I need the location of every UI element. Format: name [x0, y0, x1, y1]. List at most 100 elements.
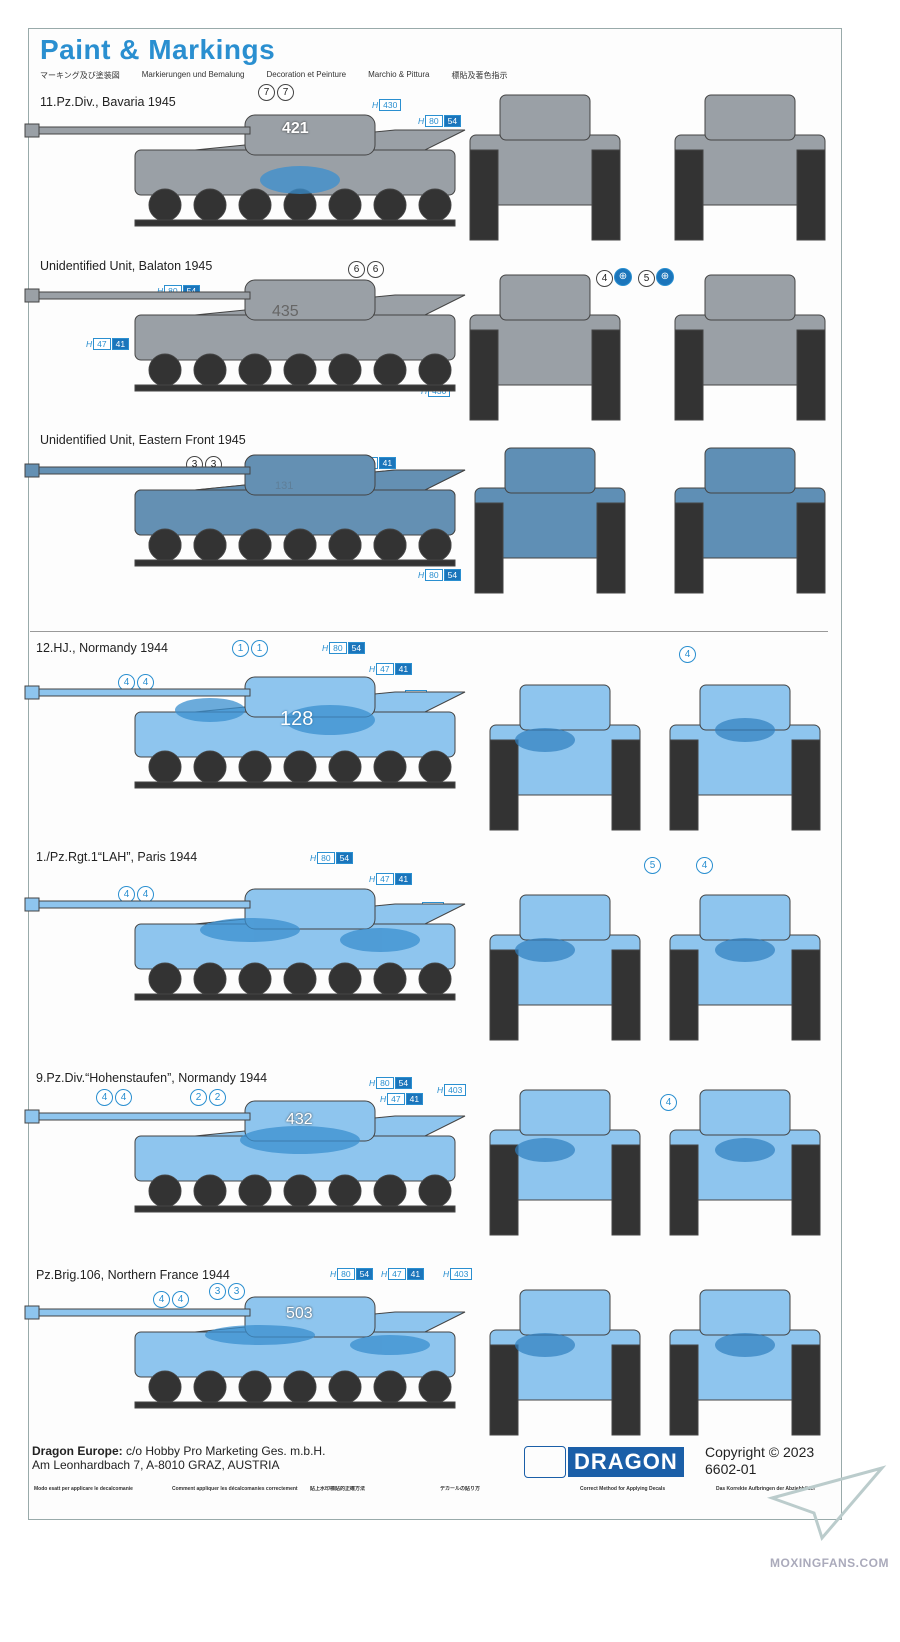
copyright-block: Copyright © 2023 6602-01: [705, 1444, 814, 1478]
company-line1: c/o Hobby Pro Marketing Ges. m.b.H.: [122, 1444, 326, 1458]
watermark-text: MOXINGFANS.COM: [770, 1556, 890, 1570]
dragon-logo: DRAGON: [524, 1446, 700, 1478]
unit-label: 12.HJ., Normandy 1944: [36, 641, 169, 655]
decal-callout: 6 6: [348, 261, 384, 278]
subtitle-row: マーキング及び塗装図 Markierungen und Bemalung Dec…: [40, 70, 507, 81]
callout-number: 2: [209, 1089, 226, 1106]
unit-label: 11.Pz.Div., Bavaria 1945: [40, 95, 176, 109]
decal-callout: 2 2: [190, 1089, 226, 1106]
subtitle-jp: マーキング及び塗装図: [40, 71, 120, 80]
product-code: 6602-01: [705, 1461, 757, 1477]
callout-number: 5: [638, 270, 655, 287]
decal-callout: 1 1: [232, 640, 268, 657]
callout-number: 4: [696, 857, 713, 874]
callout-number: 7: [277, 84, 294, 101]
paint-code-value: 403: [444, 1084, 467, 1096]
roundel-decal-icon: ⊕: [614, 268, 632, 286]
callout-number: 5: [644, 857, 661, 874]
callout-number: 6: [367, 261, 384, 278]
instruction-column: 貼上水印標貼的正確方法: [310, 1486, 442, 1606]
logo-wordmark: DRAGON: [568, 1447, 684, 1477]
instruction-column: Modo esatt per applicare le decalcomanie: [34, 1486, 166, 1606]
paint-code-value: 80: [337, 1268, 355, 1280]
paint-code-value: 80: [317, 852, 335, 864]
company-line2: Am Leonhardbach 7, A-8010 GRAZ, AUSTRIA: [32, 1458, 280, 1472]
callout-number: 1: [232, 640, 249, 657]
callout-number: 6: [348, 261, 365, 278]
paint-code-value: 80: [425, 569, 443, 581]
roundel-decal-icon: ⊕: [656, 268, 674, 286]
paint-code-fill: 54: [335, 852, 354, 864]
paint-code-fill: 54: [355, 1268, 374, 1280]
turret-number: 432: [286, 1111, 313, 1128]
turret-number: 435: [272, 303, 299, 320]
callout-number: 4: [679, 646, 696, 663]
turret-number: 421: [282, 120, 309, 137]
turret-number: 128: [280, 708, 314, 730]
unit-label: 1./Pz.Rgt.1“LAH”, Paris 1944: [36, 850, 198, 864]
paint-code-value: 47: [387, 1093, 405, 1105]
paint-code-value: 80: [329, 642, 347, 654]
dragon-emblem-icon: [524, 1446, 566, 1478]
callout-number: 4: [115, 1089, 132, 1106]
paint-code-value: 80: [425, 115, 443, 127]
paint-code-value: 47: [376, 663, 394, 675]
callout-number: 3: [209, 1283, 226, 1300]
subtitle-it: Marchio & Pittura: [368, 70, 430, 79]
callout-number: 4: [172, 1291, 189, 1308]
callout-number: 4: [596, 270, 613, 287]
callout-number: 4: [118, 674, 135, 691]
company-address: Dragon Europe: c/o Hobby Pro Marketing G…: [32, 1444, 325, 1472]
callout-number: 7: [258, 84, 275, 101]
company-name: Dragon Europe:: [32, 1444, 123, 1458]
unit-label: Unidentified Unit, Eastern Front 1945: [40, 433, 246, 447]
paint-code-value: 430: [379, 99, 402, 111]
instruction-heading: デカールの貼り方: [440, 1486, 481, 1492]
paint-code-value: 80: [376, 1077, 394, 1089]
paint-code-fill: 54: [443, 569, 462, 581]
callout-number: 3: [228, 1283, 245, 1300]
paper-plane-watermark-icon: [767, 1465, 887, 1542]
paint-code-value: 403: [450, 1268, 473, 1280]
paint-code-fill: 54: [394, 1077, 413, 1089]
copyright: Copyright © 2023: [705, 1444, 815, 1460]
paint-code-value: 47: [93, 338, 111, 350]
paint-code-value: 47: [388, 1268, 406, 1280]
subtitle-cn: 標貼及著色指示: [451, 71, 508, 80]
instruction-heading: Correct Method for Applying Decals: [580, 1486, 666, 1492]
decal-callout: 7 7: [258, 84, 294, 101]
instruction-heading: Das Korrekte Aufbringen der Abziehbilder: [716, 1486, 816, 1492]
subtitle-de: Markierungen und Bemalung: [141, 70, 245, 79]
unit-label: Unidentified Unit, Balaton 1945: [40, 259, 213, 273]
paint-code-fill: 54: [443, 115, 462, 127]
paint-code-fill: 41: [111, 338, 130, 350]
instruction-column: Comment appliquer les décalcomanies corr…: [172, 1486, 304, 1606]
callout-number: 2: [190, 1089, 207, 1106]
paint-code-fill: 41: [405, 1093, 424, 1105]
subtitle-fr: Decoration et Peinture: [266, 70, 347, 79]
paint-code-fill: 41: [378, 457, 397, 469]
section-divider: [30, 631, 828, 632]
decal-callout: 4 4: [118, 674, 154, 691]
decal-callout: 3 3: [209, 1283, 245, 1300]
paint-code-fill: 41: [394, 663, 413, 675]
instruction-heading: 貼上水印標貼的正確方法: [310, 1486, 366, 1492]
paint-code-value: 47: [376, 873, 394, 885]
callout-number: 4: [96, 1089, 113, 1106]
paint-code-fill: 41: [406, 1268, 425, 1280]
page-title: Paint & Markings: [40, 34, 276, 65]
instruction-heading: Modo esatt per applicare le decalcomanie: [34, 1486, 133, 1492]
callout-number: 4: [660, 1094, 677, 1111]
decal-callout: 4 4: [96, 1089, 132, 1106]
